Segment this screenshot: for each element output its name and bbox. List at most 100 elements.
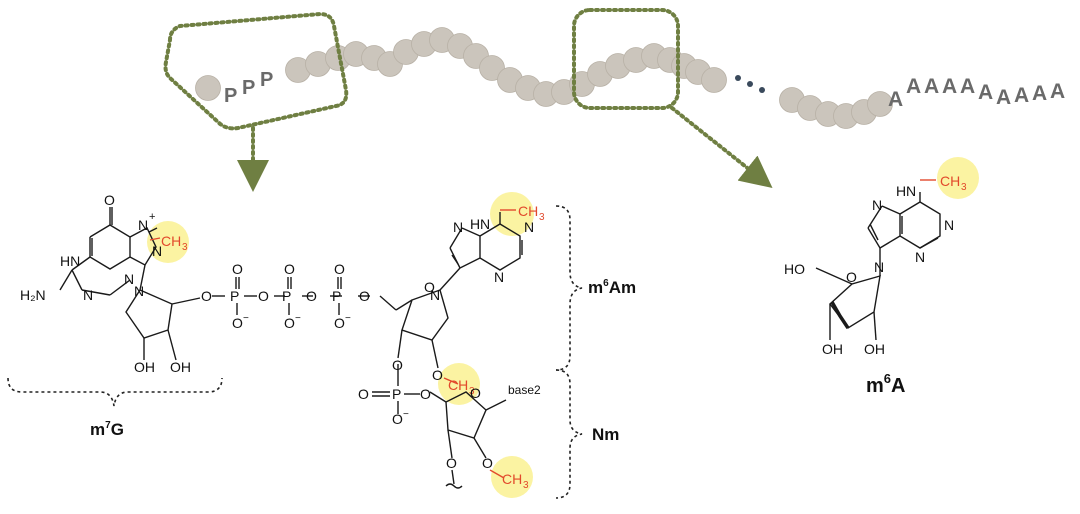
atom: O [232, 261, 243, 277]
atom-methyl: 3 [469, 386, 475, 397]
callout-boxes [163, 8, 773, 192]
atom: N [944, 217, 954, 233]
atom: P [230, 288, 239, 304]
ellipsis-dots [735, 75, 765, 93]
poly-a-letter: A [906, 75, 921, 98]
atom: HN [60, 253, 80, 269]
atom: O [482, 455, 493, 471]
atom: O [424, 279, 435, 295]
cap-callout-box [163, 11, 349, 131]
atom: N [430, 287, 440, 303]
atom-methyl: CH [518, 203, 538, 219]
atom: O [392, 411, 403, 427]
atom: P [332, 288, 341, 304]
nm-brace [555, 369, 583, 499]
ellipsis-dot [747, 81, 753, 87]
poly-a-letter: A [960, 75, 975, 98]
atom: O [358, 386, 369, 402]
triphosphate-label: P P P [224, 69, 273, 107]
atom-methyl: 3 [182, 242, 188, 253]
cap-letter: P [224, 85, 237, 107]
atom-methyl: 3 [539, 212, 545, 223]
atom: OH [822, 341, 843, 357]
atom-methyl: CH [502, 471, 522, 487]
atom-methyl: CH [940, 173, 960, 189]
bead [867, 91, 893, 117]
poly-a-letter: A [996, 86, 1011, 109]
label-m6a: m6A [866, 371, 905, 397]
atom: O [846, 269, 857, 285]
poly-a-letter: A [1032, 82, 1047, 105]
atom: O [334, 261, 345, 277]
atom: N [138, 217, 148, 233]
base2-label: base2 [508, 383, 541, 397]
ellipsis-dot [735, 75, 741, 81]
atom: N [480, 216, 490, 232]
poly-a-letter: A [924, 75, 939, 98]
poly-a-letter: A [978, 81, 993, 104]
atom: OH [170, 359, 191, 375]
atom: N [124, 271, 134, 287]
atom: N [134, 283, 144, 299]
label-nm: Nm [592, 425, 619, 444]
braces [7, 205, 583, 499]
atom: O [446, 455, 457, 471]
cap-letter: P [242, 77, 255, 99]
m6am-brace [555, 205, 583, 371]
atom: H [896, 183, 906, 199]
atom: H [470, 216, 480, 232]
atom: O [334, 315, 345, 331]
atom: O [420, 386, 431, 402]
m6a-structure [815, 179, 941, 341]
atom: O [392, 357, 403, 373]
cap-letter: P [260, 69, 273, 91]
atom: O [470, 385, 481, 401]
label-m7g: m7G [90, 420, 124, 439]
atom: N [453, 219, 463, 235]
atom: N [524, 219, 534, 235]
atom: P [282, 288, 291, 304]
atom-methyl: CH [161, 233, 181, 249]
poly-a-letter: A [888, 88, 903, 111]
group-labels: m7G m6Am Nm m6A [90, 278, 905, 444]
cap-structure-labels: O HN H₂N N N N + N N CH 3 OH OH O P O P … [20, 192, 545, 491]
atom: O [232, 315, 243, 331]
atom: − [403, 409, 409, 420]
atom: O [104, 192, 115, 208]
poly-a-tail: A A A A A A A A A A [888, 75, 1065, 111]
atom: O [359, 288, 370, 304]
atom: N [915, 249, 925, 265]
atom-methyl: 3 [961, 182, 967, 193]
atom: + [149, 211, 155, 223]
atom: H₂N [20, 287, 46, 303]
atom: O [201, 288, 212, 304]
atom: OH [134, 359, 155, 375]
bead [701, 67, 727, 93]
atom: HO [784, 261, 805, 277]
poly-a-letter: A [1014, 84, 1029, 107]
methyl-highlights [147, 157, 979, 498]
atom: N [874, 259, 884, 275]
atom: O [284, 315, 295, 331]
atom: OH [864, 341, 885, 357]
m6a-structure-labels: H N CH 3 N N N N HO O OH OH [784, 173, 967, 357]
atom: N [906, 183, 916, 199]
atom: O [284, 261, 295, 277]
bead [195, 75, 221, 101]
atom: O [432, 367, 443, 383]
m6a-arrow [670, 106, 773, 188]
ellipsis-dot [759, 87, 765, 93]
atom: O [306, 288, 317, 304]
poly-a-letter: A [942, 75, 957, 98]
m6a-callout-box [572, 8, 680, 110]
atom-methyl: CH [448, 377, 468, 393]
atom-methyl: 3 [523, 480, 529, 491]
atom: − [243, 313, 249, 324]
atom: N [152, 243, 162, 259]
atom: P [392, 386, 401, 402]
atom: N [494, 269, 504, 285]
atom: O [258, 288, 269, 304]
cap-structure [59, 207, 523, 489]
atom: N [83, 287, 93, 303]
